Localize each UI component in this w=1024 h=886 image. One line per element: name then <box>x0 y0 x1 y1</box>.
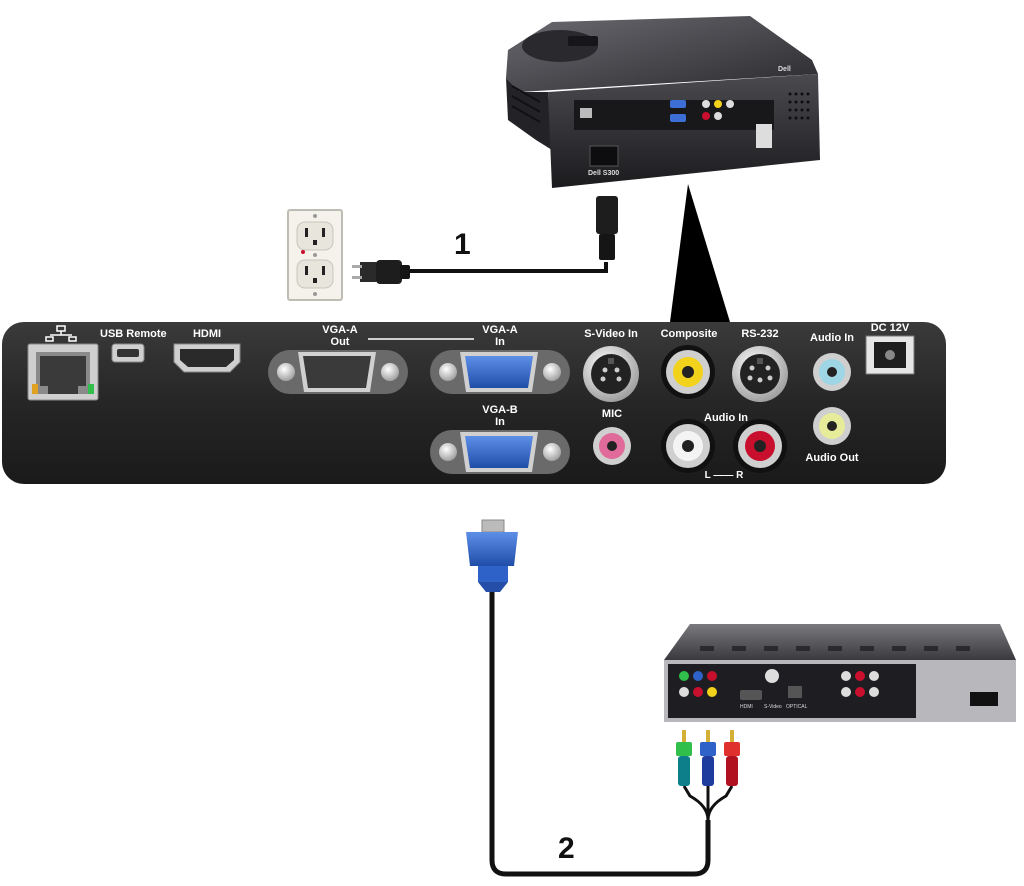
source-svideo-label: S-Video <box>764 704 782 710</box>
svideo-in-port <box>583 346 639 402</box>
source-device-vents <box>700 646 970 651</box>
component-plugs <box>676 730 740 786</box>
callout-2: 2 <box>558 832 575 865</box>
projector-speaker-grill <box>788 92 810 120</box>
rca-pin-green <box>682 730 686 742</box>
power-cable <box>352 196 618 284</box>
projector <box>506 16 820 188</box>
rca-body-blue <box>702 756 714 786</box>
vga-a-out-port <box>268 350 408 394</box>
audio-in-lr-label: Audio In <box>704 412 748 424</box>
hdmi-port <box>173 343 241 373</box>
projector-lan-port <box>580 108 592 118</box>
vga-plug-pins <box>481 519 505 533</box>
projector-vga-port-1 <box>670 100 686 108</box>
dc-12v-port <box>865 335 915 375</box>
mic-label: MIC <box>601 408 623 420</box>
projector-jack <box>714 112 722 120</box>
audio-in-right-port <box>733 419 787 473</box>
projector-power-socket <box>589 145 619 167</box>
usb-remote-label: USB Remote <box>100 328 167 340</box>
zoom-pointer <box>670 184 730 322</box>
vga-a-out-label: VGA-A Out <box>322 324 358 348</box>
wall-outlet <box>287 209 343 301</box>
projector-side <box>506 78 552 150</box>
mic-port <box>593 427 631 465</box>
projector-vents <box>511 85 541 123</box>
audio-in-port <box>813 353 851 391</box>
projector-side-panel <box>756 124 772 148</box>
svideo-in-label: S-Video In <box>584 328 638 340</box>
audio-in-label: Audio In <box>810 332 854 344</box>
source-device-svideo-port <box>765 669 779 683</box>
iec-connector <box>596 196 618 234</box>
audio-out-label: Audio Out <box>805 452 859 464</box>
projector-brand-label: Dell <box>778 66 791 73</box>
power-plug-prongs-base <box>360 262 380 282</box>
audio-in-left-port <box>661 419 715 473</box>
vga-plug-body <box>478 566 508 582</box>
projector-model-label: Dell S300 <box>588 170 620 177</box>
projector-jack <box>702 112 710 120</box>
source-device-optical-port <box>788 686 802 698</box>
source-device-jacks <box>679 671 879 697</box>
projector-jack <box>714 100 722 108</box>
rca-body-red <box>726 756 738 786</box>
power-plug <box>376 260 402 284</box>
vga-cable <box>466 519 734 877</box>
source-device-top <box>664 624 1016 660</box>
usb-remote-port <box>111 343 145 363</box>
rca-body-green <box>678 756 690 786</box>
audio-out-port <box>813 407 851 445</box>
composite-port <box>661 345 715 399</box>
projector-vga-port-2 <box>670 114 686 122</box>
vga-a-in-port <box>430 350 570 394</box>
callout-1: 1 <box>454 228 471 261</box>
rear-panel <box>2 322 946 484</box>
source-device <box>664 624 1016 722</box>
vga-to-component-cord <box>489 592 711 877</box>
rs232-label: RS-232 <box>741 328 779 340</box>
rca-plug-green <box>676 742 692 756</box>
rca-pin-red <box>730 730 734 742</box>
composite-label: Composite <box>660 328 718 340</box>
projector-lens <box>568 36 598 46</box>
dc-12v-label: DC 12V <box>870 322 910 334</box>
rca-plug-red <box>724 742 740 756</box>
vga-plug-head <box>466 532 518 566</box>
hdmi-label: HDMI <box>192 328 222 340</box>
projector-jack <box>726 100 734 108</box>
vga-b-in-port <box>430 430 570 474</box>
source-hdmi-label: HDMI <box>740 704 753 710</box>
rca-pin-blue <box>706 730 710 742</box>
source-device-hdmi-port <box>740 690 762 700</box>
source-optical-label: OPTICAL <box>786 704 808 710</box>
power-cord <box>408 262 608 273</box>
lr-label: L —— R <box>704 470 744 481</box>
vga-b-in-label: VGA-B In <box>482 404 518 428</box>
source-device-power-socket <box>970 692 998 706</box>
network-icon <box>45 325 77 342</box>
iec-connector-strain <box>599 234 615 260</box>
rs232-port <box>732 346 788 402</box>
projector-jack <box>702 100 710 108</box>
rca-plug-blue <box>700 742 716 756</box>
vga-a-in-label: VGA-A In <box>482 324 518 348</box>
lan-port <box>27 325 99 401</box>
